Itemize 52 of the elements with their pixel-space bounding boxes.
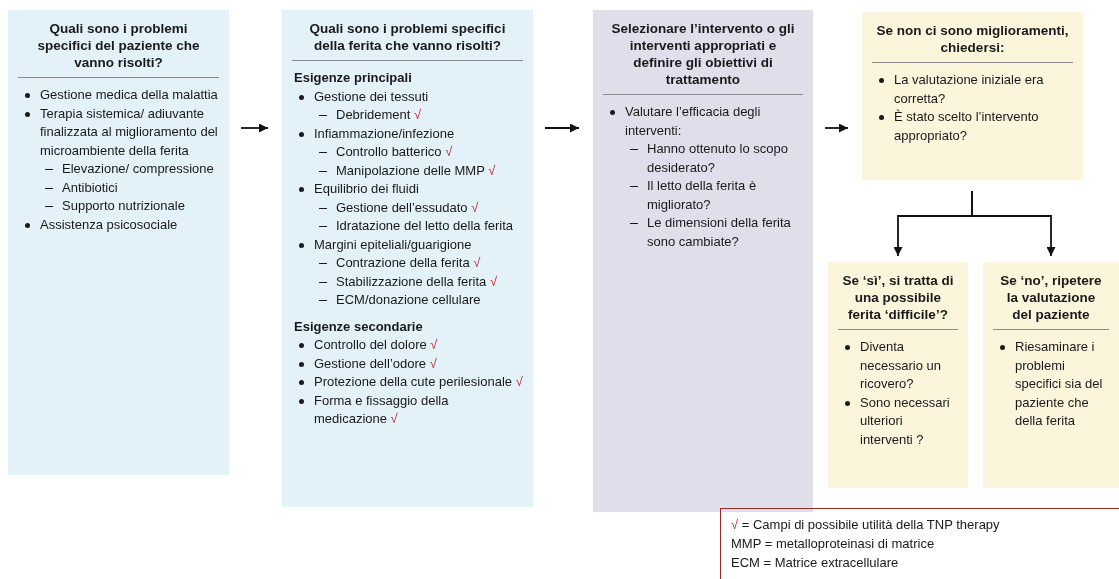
sub-item: Il letto della ferita è migliorato?: [603, 177, 803, 214]
bullet-item: Gestione medica della malattia: [18, 86, 219, 105]
sub-item: Antibiotici: [18, 178, 219, 197]
sub-item: Manipolazione delle MMP √: [292, 161, 523, 180]
section-heading: Esigenze principali: [293, 69, 413, 87]
text-box: [8, 10, 229, 475]
bullet-item: È stato scelto l’intervento appropriato?: [872, 108, 1073, 145]
legend-entry: √ = Campi di possibile utilità della TNP therapy: [731, 516, 1001, 534]
sub-item: ECM/donazione cellulare: [292, 291, 523, 310]
sub-item: Hanno ottenuto lo scopo desiderato?: [603, 140, 803, 177]
box-heading: Se ‘no’, ripetere la valutazione del paziente: [993, 272, 1109, 330]
bullet-item: Infiammazione/infezione: [292, 124, 523, 143]
sub-item: Controllo batterico √: [292, 143, 523, 162]
bullet-item: Controllo del dolore √: [292, 336, 523, 355]
sub-item: Elevazione/ compressione: [18, 160, 219, 179]
bullet-item: Diventa necessario un ricovero?: [838, 338, 958, 394]
bullet-item: Assistenza psicosociale: [18, 215, 219, 234]
sub-item: Contrazione della ferita √: [292, 254, 523, 273]
sub-item: Idratazione del letto della ferita: [292, 217, 523, 236]
text-box: [828, 262, 968, 488]
sub-item: Le dimensioni della ferita sono cambiate?: [603, 214, 803, 251]
legend-entry: ECM = Matrice extracellulare: [731, 554, 900, 572]
sub-item: Gestione dell’essudato √: [292, 198, 523, 217]
section-heading: Esigenze secondarie: [293, 317, 424, 336]
arrow: [824, 123, 849, 133]
box-heading: Selezionare l’intervento o gli interventi appropriati e definire gli obiettivi di trattamento: [603, 20, 803, 95]
box-heading: Se ‘sì’, si tratta di una possibile ferita ‘difficile’?: [838, 272, 958, 330]
bullet-item: Sono necessari ulteriori interventi ?: [838, 393, 958, 449]
bullet-item: Margini epiteliali/guarigione: [292, 235, 523, 254]
arrow: [240, 123, 269, 133]
text-box: [983, 262, 1119, 488]
bullet-item: Terapia sistemica/ adiuvante finalizzata al miglioramento del microambiente della ferita: [18, 104, 219, 160]
bullet-item: Forma e fissaggio della medicazione √: [292, 391, 523, 429]
sub-item: Supporto nutrizionale: [18, 197, 219, 216]
box-heading: Se non ci sono miglioramenti, chiedersi:: [872, 22, 1073, 63]
bullet-item: Equilibrio dei fluidi: [292, 180, 523, 199]
arrow: [544, 123, 580, 133]
arrow: [971, 190, 1056, 257]
text-box: [593, 10, 813, 512]
box-heading: Quali sono i problemi specifici della ferita che vanno risolti?: [292, 20, 523, 61]
text-box: [862, 12, 1083, 180]
bullet-item: Gestione dei tessuti: [292, 87, 523, 106]
bullet-item: Protezione della cute perilesionale √: [292, 373, 523, 392]
box-heading: Quali sono i problemi specifici del paziente che vanno risolti?: [18, 20, 219, 78]
bullet-item: Riesaminare i problemi specifici sia del paziente che della ferita: [993, 338, 1109, 431]
bullet-item: Gestione dell’odore √: [292, 354, 523, 373]
bullet-item: La valutazione iniziale era corretta?: [872, 71, 1073, 108]
legend-entry: MMP = metalloproteinasi di matrice: [731, 535, 936, 553]
text-box: [282, 10, 533, 507]
sub-item: Debridement √: [292, 106, 523, 125]
bullet-item: Valutare l’efficacia degli interventi:: [603, 103, 803, 140]
sub-item: Stabilizzazione della ferita √: [292, 272, 523, 291]
